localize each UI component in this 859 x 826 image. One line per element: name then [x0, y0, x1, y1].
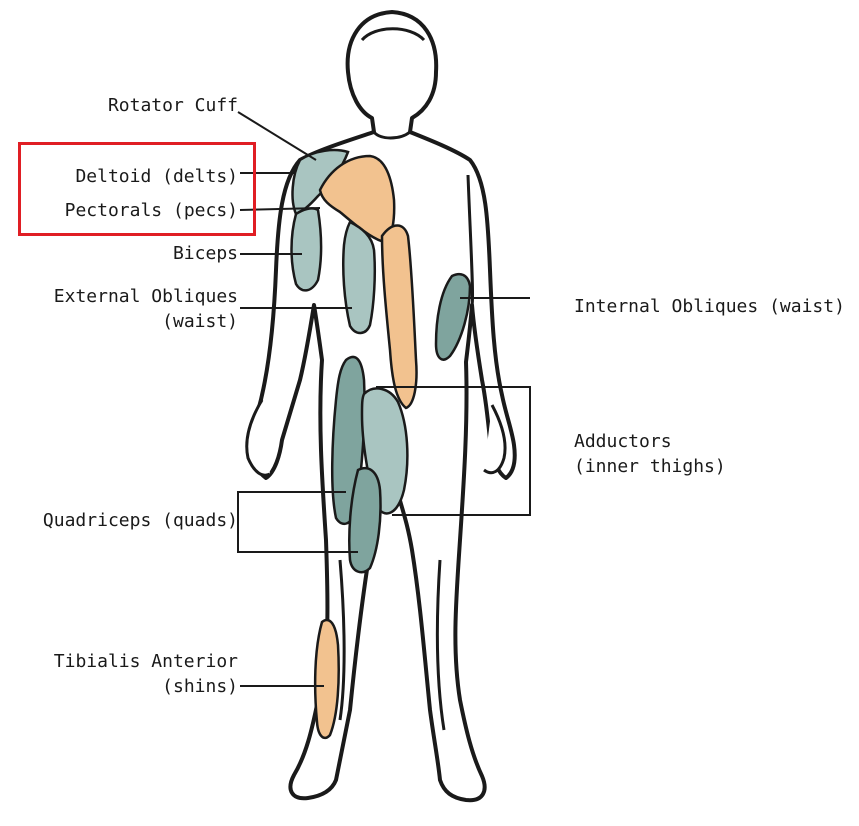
label-external-obliques-line2: (waist)	[10, 309, 238, 335]
label-biceps: Biceps	[60, 241, 238, 267]
label-tibialis-line2: (shins)	[20, 674, 238, 700]
label-rotator-cuff: Rotator Cuff	[60, 93, 238, 119]
label-internal-obliques: Internal Obliques (waist)	[574, 294, 845, 320]
label-adductors-line1: Adductors	[574, 429, 672, 455]
label-tibialis-line1: Tibialis Anterior	[20, 649, 238, 675]
tibialis-muscle	[315, 620, 339, 738]
biceps-muscle	[292, 208, 322, 290]
label-quadriceps: Quadriceps (quads)	[0, 508, 238, 534]
quadriceps-lower-muscle	[349, 468, 380, 572]
label-external-obliques-line1: External Obliques	[10, 284, 238, 310]
highlight-box	[18, 142, 256, 236]
label-adductors-line2: (inner thighs)	[574, 454, 726, 480]
external-oblique-muscle	[343, 222, 375, 333]
